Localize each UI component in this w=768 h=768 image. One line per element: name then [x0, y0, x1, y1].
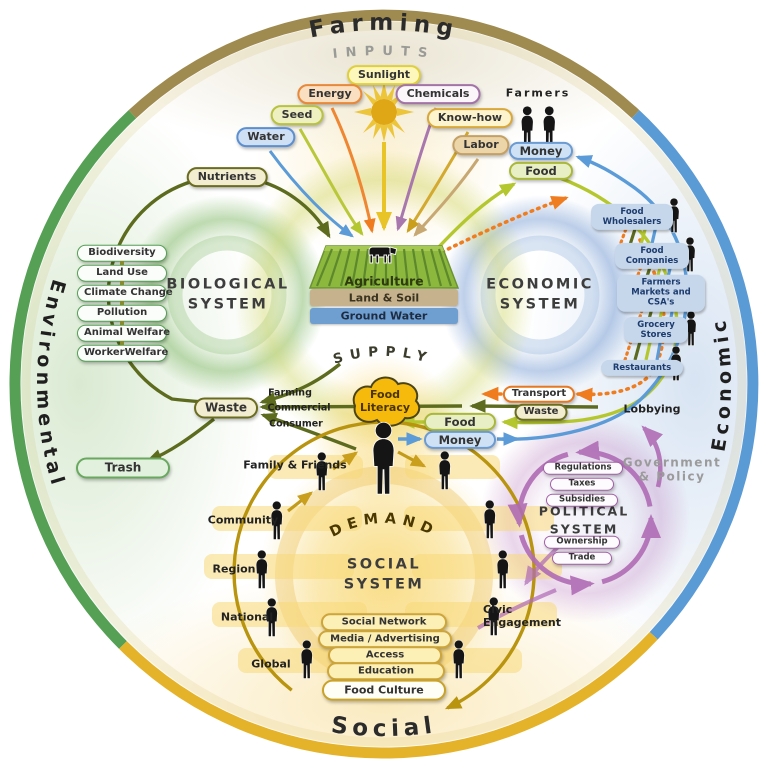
food-literacy-cloud [352, 376, 421, 427]
ring-farming-segment [128, 9, 640, 119]
consumer-waste-flow [260, 412, 357, 451]
farming-waste-flow [259, 362, 342, 406]
ground-water-label: Ground Water [340, 309, 428, 323]
knowhow-pill: Know-how [426, 108, 514, 128]
biological-system-title: BIOLOGICAL SYSTEM [166, 276, 290, 313]
civic-engagement-label: Civic Engagement [483, 602, 561, 629]
farmers-money-pill: Money [509, 141, 573, 161]
political-system-title: POLITICAL SYSTEM [538, 503, 630, 537]
subsidies-pill: Subsidies [546, 493, 618, 507]
waste-pill: Waste [194, 397, 258, 419]
media-advertising-pill: Media / Advertising [318, 630, 452, 648]
nutrients-pill: Nutrients [186, 167, 268, 187]
land-soil-label: Land & Soil [348, 291, 420, 305]
agriculture-field [308, 245, 460, 289]
cow-icon [368, 246, 398, 264]
food-literacy-label: Food Literacy [359, 387, 411, 414]
pollution-pill: Pollution [77, 304, 167, 322]
outer-ring [9, 9, 759, 759]
global-label: Global [251, 657, 291, 671]
ring-environmental-segment [9, 110, 137, 649]
region-label: Region [212, 562, 256, 576]
farmers-markets-pill: Farmers Markets and CSA's [617, 274, 705, 312]
trade-pill: Trade [552, 551, 612, 565]
food-flow-pill: Food [424, 412, 496, 432]
inputs-arc-label: INPUTS [332, 44, 428, 62]
water-pill: Water [236, 127, 296, 147]
money-flow-pill: Money [424, 430, 496, 450]
waste-farming-label: Farming [268, 387, 312, 399]
education-pill: Education [327, 662, 445, 680]
svg-text:INPUTS: INPUTS [332, 44, 436, 62]
waste-commercial-label: Commercial [267, 402, 331, 414]
food-wholesalers-pill: Food Wholesalers [591, 203, 673, 231]
biodiversity-pill: Biodiversity [77, 244, 167, 262]
climate-change-pill: Climate Change [77, 284, 173, 302]
ownership-pill: Ownership [544, 535, 620, 549]
lobbying-label: Lobbying [623, 402, 681, 416]
ground-water-bar: Ground Water [310, 308, 458, 324]
civic-engagement-arrow [476, 588, 557, 630]
energy-pill: Energy [297, 84, 363, 104]
waste-flow-pill: Waste [514, 403, 568, 421]
seed-flow [298, 128, 364, 236]
svg-text:Social: Social [330, 712, 439, 742]
energy-flow [330, 107, 376, 234]
economic-system-title: ECONOMIC SYSTEM [486, 276, 594, 313]
land-soil-bar: Land & Soil [310, 289, 458, 306]
grocery-stores-pill: Grocery Stores [624, 316, 688, 344]
ring-social-segment [119, 631, 658, 759]
regulations-pill: Regulations [543, 461, 623, 475]
chemicals-pill: Chemicals [395, 84, 481, 104]
ring-economic-segment [631, 110, 759, 640]
land-use-pill: Land Use [77, 264, 167, 282]
restaurants-pill: Restaurants [601, 359, 683, 377]
worker-welfare-pill: WorkerWelfare [77, 344, 168, 362]
waste-consumer-label: Consumer [269, 418, 323, 430]
farmers-food-pill: Food [509, 161, 573, 181]
community-label: Community [207, 513, 279, 527]
labor-pill: Labor [452, 135, 510, 155]
government-policy-label: Government & Policy [622, 455, 722, 484]
animal-welfare-pill: Animal Welfare [77, 324, 170, 342]
sunlight-pill: Sunlight [346, 65, 422, 85]
farm-to-food-flow [434, 182, 517, 252]
food-companies-pill: Food Companies [615, 242, 689, 270]
water-flow [268, 150, 354, 238]
policy-arrow [641, 425, 664, 488]
national-label: National [220, 610, 274, 624]
family-friends-label: Family & Friends [243, 458, 347, 472]
access-pill: Access [328, 646, 442, 664]
agriculture-label: Agriculture [344, 273, 424, 289]
farmers-label: Farmers [505, 86, 571, 100]
trash-pill: Trash [76, 457, 170, 479]
food-culture-pill: Food Culture [322, 679, 446, 701]
political-cycle [476, 425, 664, 630]
seed-pill: Seed [270, 105, 324, 125]
labor-flow [413, 158, 480, 237]
taxes-pill: Taxes [550, 477, 614, 491]
social-system-title: SOCIAL SYSTEM [343, 556, 425, 593]
social-network-pill: Social Network [321, 613, 447, 631]
transport-pill: Transport [502, 385, 576, 403]
social-arrows [287, 450, 427, 513]
social-arc-label: Social [330, 712, 434, 742]
